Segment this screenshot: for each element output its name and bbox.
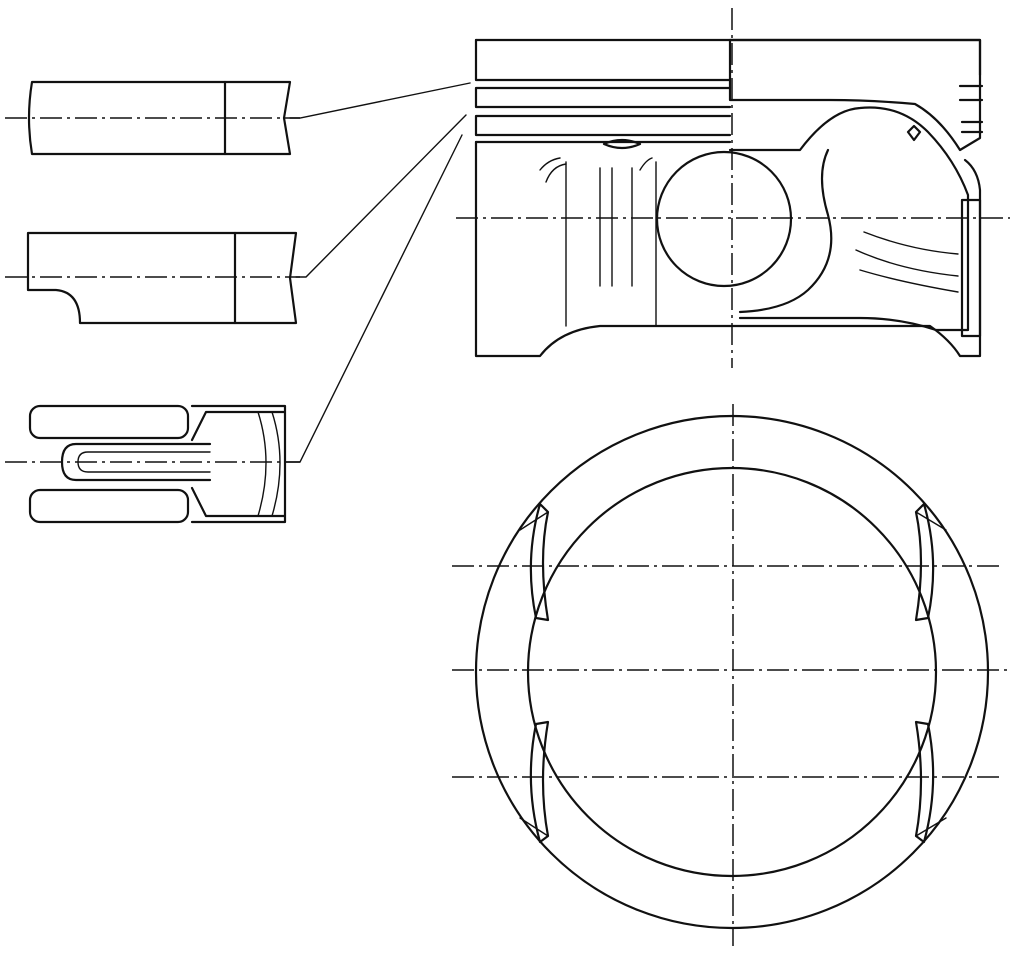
leader-oil-ring bbox=[284, 134, 463, 463]
bottom-view-outer-circle bbox=[474, 414, 990, 930]
piston-half-section bbox=[456, 8, 1010, 368]
piston-pin-bore bbox=[655, 150, 793, 288]
piston-crown-outline bbox=[474, 38, 982, 77]
piston-pin-boss-section bbox=[728, 106, 970, 332]
piston-oil-hole bbox=[602, 138, 642, 150]
top-ring-hatched-face bbox=[27, 80, 227, 156]
piston-pin-lock-mark bbox=[906, 124, 922, 142]
piston-pin-boss-web bbox=[738, 148, 833, 314]
oil-ring-lower-rail bbox=[28, 488, 190, 524]
second-ring-body bbox=[233, 231, 298, 325]
piston-ring-grooves-right bbox=[958, 84, 984, 134]
second-compression-ring-section bbox=[5, 231, 300, 325]
piston-bottom-view bbox=[452, 404, 1010, 946]
bottom-view-lug-upper-right bbox=[914, 502, 935, 622]
piston-gallery-hatch bbox=[960, 198, 982, 338]
piston-crown-hatched-section bbox=[728, 38, 982, 152]
piston-skirt-outline bbox=[474, 140, 982, 358]
piston-pin-boss-ribs bbox=[855, 231, 959, 293]
top-ring-body bbox=[223, 80, 292, 156]
bottom-view-lug-upper-left bbox=[529, 502, 550, 622]
leader-top-ring bbox=[289, 82, 471, 119]
top-compression-ring-section bbox=[5, 80, 300, 156]
oil-ring-expander-spring bbox=[190, 404, 287, 524]
oil-control-ring-section bbox=[5, 404, 300, 524]
bottom-view-inner-circle bbox=[526, 466, 938, 878]
piston-pin-boss-rib bbox=[599, 167, 633, 287]
piston-ring-lands bbox=[474, 38, 732, 144]
bottom-view-boss-edges bbox=[519, 511, 947, 837]
second-ring-hatched-face bbox=[26, 231, 237, 325]
leader-lines bbox=[284, 82, 471, 463]
piston-skirt-inner-left bbox=[565, 161, 657, 327]
oil-ring-upper-rail bbox=[28, 404, 190, 440]
leader-second-ring bbox=[295, 114, 467, 278]
piston-oil-drain-marks bbox=[539, 157, 653, 183]
oil-ring-groove-lines bbox=[257, 411, 281, 517]
